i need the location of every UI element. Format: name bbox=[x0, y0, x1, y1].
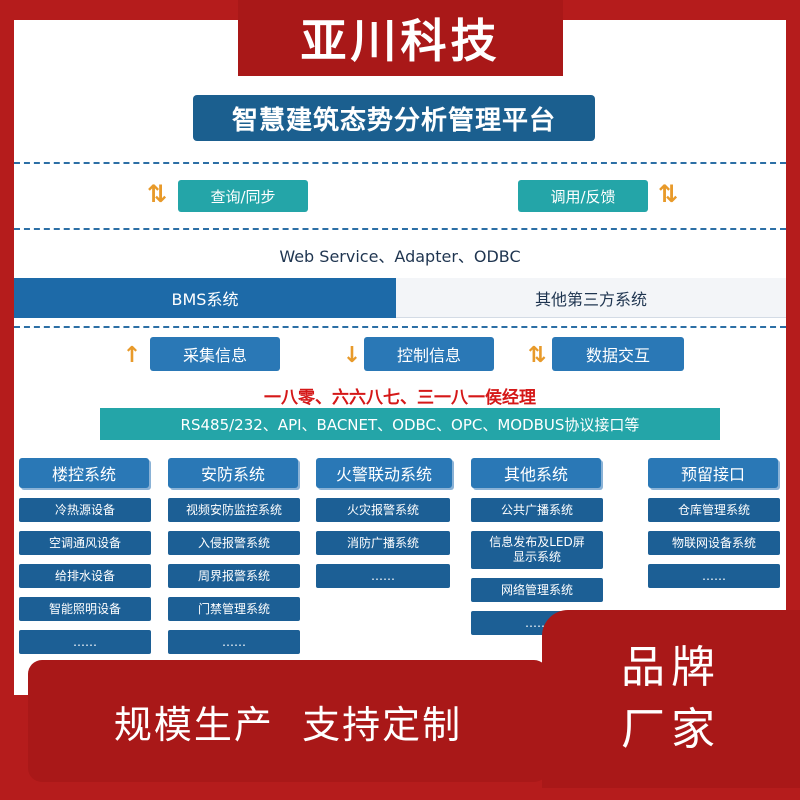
brand-corner-line1: 品牌 bbox=[621, 642, 721, 693]
list-item: 消防广播系统 bbox=[316, 531, 450, 555]
bottom-promo-banner: 规模生产 支持定制 bbox=[28, 660, 548, 782]
list-item: 公共广播系统 bbox=[471, 498, 603, 522]
protocols-bottom-bar: RS485/232、API、BACNET、ODBC、OPC、MODBUS协议接口… bbox=[100, 408, 720, 440]
list-item: 火灾报警系统 bbox=[316, 498, 450, 522]
dashed-divider-1 bbox=[14, 162, 786, 164]
category-reserved-interface: 预留接口 bbox=[648, 458, 778, 488]
bms-system-bar: BMS系统 bbox=[14, 278, 396, 318]
category-fire-alarm: 火警联动系统 bbox=[316, 458, 452, 488]
list-item: 视频安防监控系统 bbox=[168, 498, 300, 522]
both-arrow-icon: ⇅ bbox=[527, 342, 547, 368]
list-item: 冷热源设备 bbox=[19, 498, 151, 522]
list-item: 物联网设备系统 bbox=[648, 531, 780, 555]
list-item: 入侵报警系统 bbox=[168, 531, 300, 555]
contact-watermark-text: 一八零、六六八七、三一八一侯经理 bbox=[264, 387, 536, 408]
list-item: …… bbox=[648, 564, 780, 588]
query-sync-box: 查询/同步 bbox=[178, 180, 308, 212]
brand-corner-line2: 厂家 bbox=[621, 704, 721, 755]
list-item: 仓库管理系统 bbox=[648, 498, 780, 522]
sync-right-arrow-icon: ⇅ bbox=[657, 180, 679, 208]
protocols-top-label: Web Service、Adapter、ODBC bbox=[279, 247, 521, 266]
list-item: 给排水设备 bbox=[19, 564, 151, 588]
list-item: 信息发布及LED屏显示系统 bbox=[471, 531, 603, 569]
up-arrow-icon: ↑ bbox=[122, 342, 142, 368]
sync-left-arrow-icon: ⇅ bbox=[146, 180, 168, 208]
collect-info-box: 采集信息 bbox=[150, 337, 280, 371]
list-item: 空调通风设备 bbox=[19, 531, 151, 555]
brand-corner-badge: 品牌 厂家 bbox=[542, 610, 800, 788]
data-exchange-box: 数据交互 bbox=[552, 337, 684, 371]
control-info-box: 控制信息 bbox=[364, 337, 494, 371]
list-item: 智能照明设备 bbox=[19, 597, 151, 621]
list-item: 周界报警系统 bbox=[168, 564, 300, 588]
category-building-control: 楼控系统 bbox=[19, 458, 149, 488]
brand-top-banner: 亚川科技 bbox=[238, 0, 563, 76]
list-item: 门禁管理系统 bbox=[168, 597, 300, 621]
third-party-system-bar: 其他第三方系统 bbox=[396, 278, 786, 318]
category-security: 安防系统 bbox=[168, 458, 298, 488]
dashed-divider-3 bbox=[14, 326, 786, 328]
dashed-divider-2 bbox=[14, 228, 786, 230]
category-other-systems: 其他系统 bbox=[471, 458, 601, 488]
call-feedback-box: 调用/反馈 bbox=[518, 180, 648, 212]
list-item: 网络管理系统 bbox=[471, 578, 603, 602]
platform-title: 智慧建筑态势分析管理平台 bbox=[193, 95, 595, 141]
list-item: …… bbox=[316, 564, 450, 588]
list-item: …… bbox=[168, 630, 300, 654]
list-item: …… bbox=[19, 630, 151, 654]
down-arrow-icon: ↓ bbox=[342, 342, 362, 368]
